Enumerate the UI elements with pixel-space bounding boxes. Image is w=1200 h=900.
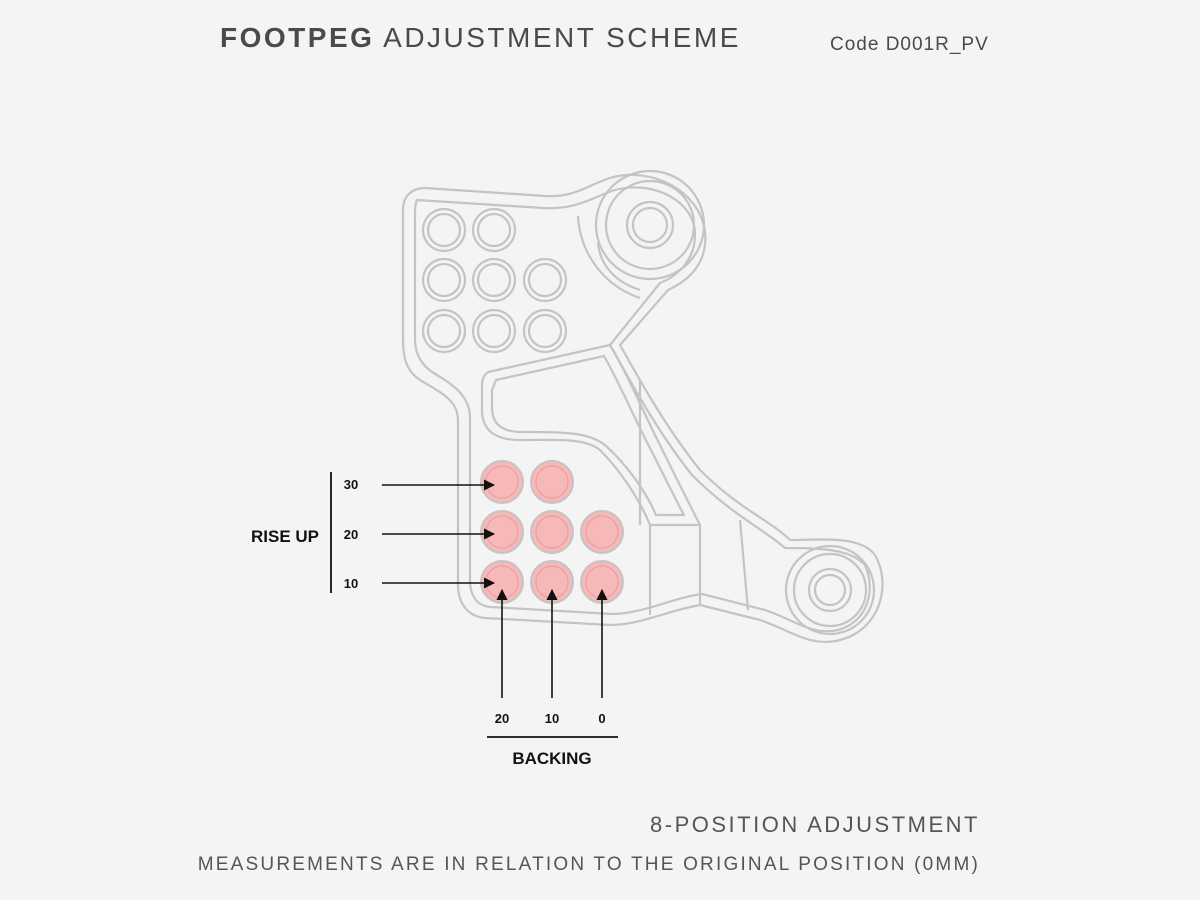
- backing-value-0: 0: [598, 711, 605, 726]
- lower-pivot-boss: [784, 544, 876, 636]
- bracket-plate: [401, 173, 884, 644]
- backing-label: BACKING: [512, 749, 591, 768]
- adjustment-positions: [480, 460, 624, 604]
- rise-value-10: 10: [344, 576, 358, 591]
- rise-value-20: 20: [344, 527, 358, 542]
- backing-arrows: [496, 588, 608, 698]
- backing-value-20: 20: [495, 711, 509, 726]
- positions-caption: 8-POSITION ADJUSTMENT: [650, 812, 980, 837]
- upper-mount-holes: [421, 207, 568, 354]
- position-rise30-back20: [480, 460, 524, 504]
- backing-value-10: 10: [545, 711, 559, 726]
- position-rise20-back20: [480, 510, 524, 554]
- position-rise20-back0: [580, 510, 624, 554]
- rise-up-label: RISE UP: [251, 527, 319, 546]
- rise-up-arrows: [382, 479, 496, 589]
- title-bold: FOOTPEG: [220, 22, 375, 53]
- upper-pivot-boss: [594, 169, 706, 281]
- position-rise20-back10: [530, 510, 574, 554]
- product-code: Code D001R_PV: [830, 34, 989, 55]
- position-rise30-back10: [530, 460, 574, 504]
- title-rest: ADJUSTMENT SCHEME: [383, 22, 741, 53]
- measurement-note: MEASUREMENTS ARE IN RELATION TO THE ORIG…: [197, 854, 980, 875]
- rise-value-30: 30: [344, 477, 358, 492]
- page-title: FOOTPEG ADJUSTMENT SCHEME: [220, 22, 741, 54]
